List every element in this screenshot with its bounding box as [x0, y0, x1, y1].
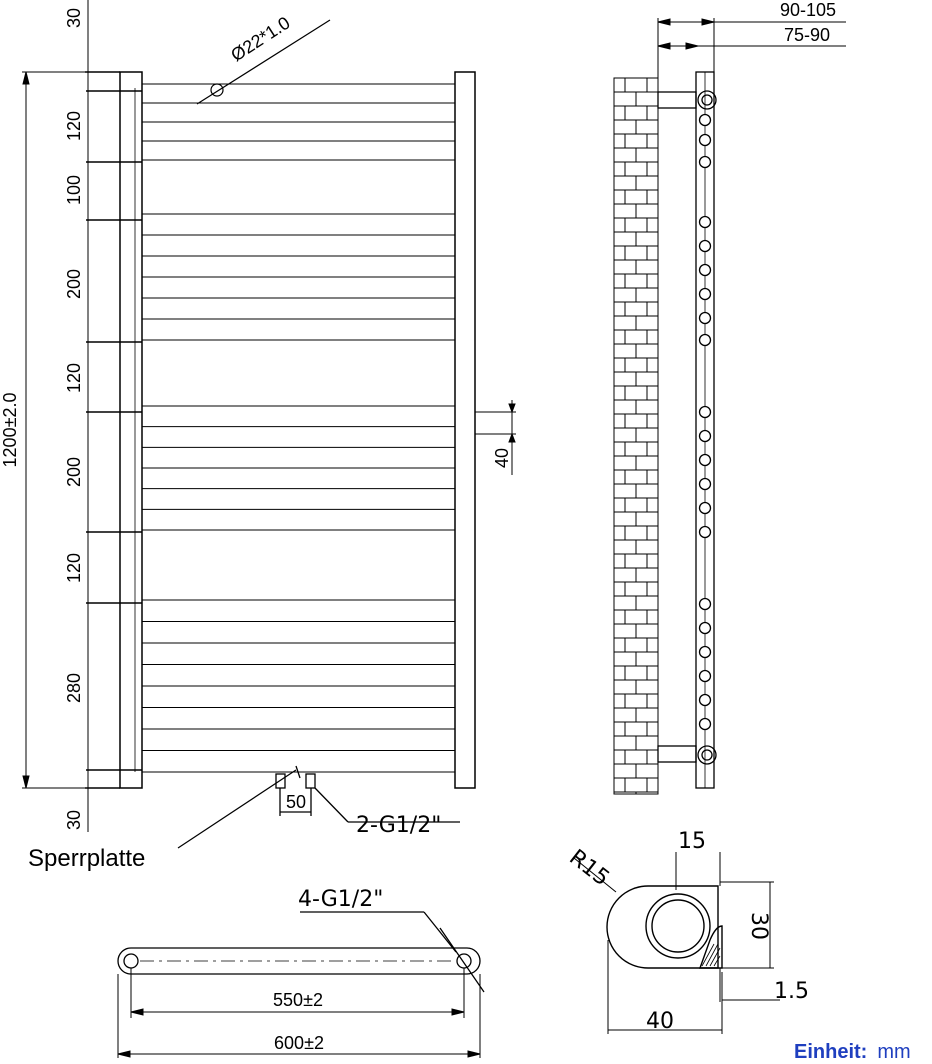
- spacing-label-200-b: 200: [64, 457, 84, 487]
- side-rail-circle: [698, 263, 712, 277]
- side-rail-circle: [698, 669, 712, 683]
- side-rail-circles: [698, 113, 712, 731]
- bracket-width-top-label: 15: [678, 829, 706, 854]
- right-vertical-tube: [454, 71, 476, 789]
- spacing-label-120-a: 120: [64, 111, 84, 141]
- side-rail-circle: [698, 477, 712, 491]
- side-offset-dimension: [475, 400, 516, 475]
- side-rail-circle: [698, 429, 712, 443]
- side-rail-circle: [698, 239, 712, 253]
- spacing-label-120-b: 120: [64, 363, 84, 393]
- side-rail-circle: [698, 287, 712, 301]
- dimension-ticks: [86, 90, 142, 771]
- depth-dimensions: [657, 18, 846, 92]
- spacing-label-100: 100: [64, 175, 84, 205]
- depth-outer-label: 90-105: [780, 0, 836, 20]
- side-rail-circle: [698, 311, 712, 325]
- pipe-diameter-label: Ø22*1.0: [227, 13, 293, 66]
- left-vertical-tube: [119, 71, 143, 789]
- top-connection-thread-label: 4-G1/2": [298, 887, 383, 912]
- spacing-label-bottom-30: 30: [64, 810, 84, 830]
- unit-legend: Einheit: mm: [794, 1041, 911, 1063]
- connection-thread-label: 2-G1/2": [356, 813, 441, 838]
- height-total-label: 1200±2.0: [0, 393, 20, 468]
- horizontal-rails: [142, 83, 455, 773]
- side-connection-nuts: [697, 90, 717, 765]
- side-view: 90-105 75-90: [613, 0, 846, 795]
- wall-brick-section: [613, 77, 659, 795]
- side-rail-circle: [698, 525, 712, 539]
- side-rail-circle: [698, 621, 712, 635]
- width-dimensions: [117, 968, 481, 1058]
- side-rail-circle: [698, 133, 712, 147]
- bracket-thickness-label: 1.5: [774, 979, 809, 1004]
- spacing-label-120-c: 120: [64, 553, 84, 583]
- spacing-label-200-a: 200: [64, 269, 84, 299]
- height-dimension: [22, 71, 85, 789]
- width-outer-label: 600±2: [274, 1033, 324, 1053]
- side-rail-circle: [698, 155, 712, 169]
- top-view: 4-G1/2" 550±2 600±2: [117, 887, 485, 1058]
- side-rail-circle: [698, 215, 712, 229]
- wall-brackets: [657, 91, 697, 763]
- sperrplatte-label: Sperrplatte: [28, 845, 145, 872]
- pipe-diameter-callout: [196, 19, 331, 105]
- unit-value: mm: [877, 1041, 910, 1063]
- bottom-connections: [275, 765, 460, 823]
- bracket-detail: R15 15 30 1.5 40: [564, 829, 809, 1034]
- side-rail-circle: [698, 645, 712, 659]
- side-rail-circle: [698, 405, 712, 419]
- side-rail-circle: [698, 693, 712, 707]
- top-view-body: [117, 911, 485, 993]
- bracket-hatching: [701, 943, 721, 967]
- side-rail-circle: [698, 333, 712, 347]
- depth-inner-label: 75-90: [784, 25, 830, 45]
- connection-spacing-label: 50: [286, 792, 306, 812]
- side-rail-circle: [698, 501, 712, 515]
- bracket-width-bottom-label: 40: [646, 1009, 674, 1034]
- side-rail-circle: [698, 597, 712, 611]
- spacing-label-top-30: 30: [64, 8, 84, 28]
- unit-label: Einheit:: [794, 1041, 867, 1063]
- side-rail-circle: [698, 453, 712, 467]
- front-view-frame: [85, 0, 476, 832]
- bracket-dimensions: [573, 852, 780, 1034]
- bracket-height-label: 30: [746, 912, 771, 940]
- side-offset-label: 40: [492, 448, 512, 468]
- front-view: 1200±2.0 30 120 100 200 120 200 120 280 …: [0, 0, 516, 872]
- sperrplatte-leader: [177, 769, 297, 849]
- bracket-outline: [606, 885, 723, 969]
- side-rail-circle: [698, 717, 712, 731]
- side-rail-circle: [698, 113, 712, 127]
- spacing-label-280: 280: [64, 673, 84, 703]
- width-inner-label: 550±2: [273, 990, 323, 1010]
